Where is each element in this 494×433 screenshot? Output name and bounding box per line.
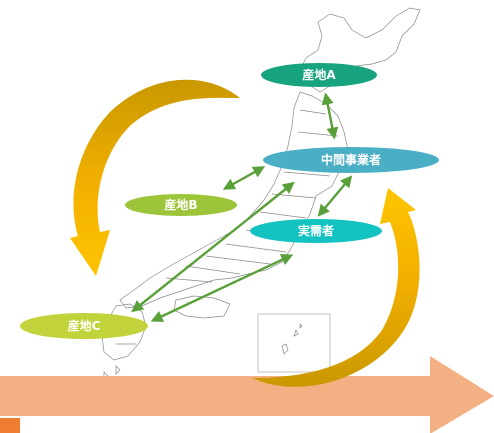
node-producer-a-shape bbox=[261, 63, 377, 87]
node-producer-a-label: 産地A bbox=[302, 67, 336, 82]
node-producer-b-shape bbox=[125, 194, 237, 216]
arrow-wholesaler-to-consumer-icon bbox=[317, 175, 353, 217]
node-consumer-label: 実需者 bbox=[298, 223, 334, 238]
right-cycle-arrow-icon bbox=[252, 188, 420, 387]
node-producer-a: 産地A bbox=[261, 63, 377, 87]
corner-marker bbox=[0, 418, 20, 433]
node-consumer-shape bbox=[250, 219, 382, 243]
node-wholesaler-shape bbox=[263, 147, 439, 173]
node-producer-b: 産地B bbox=[125, 194, 237, 216]
japan-map-outline-icon bbox=[101, 7, 421, 379]
arrow-b-to-wholesaler-icon bbox=[222, 166, 266, 190]
arrow-c-to-consumer-icon bbox=[150, 254, 294, 322]
node-producer-c-label: 産地C bbox=[68, 318, 101, 333]
node-producer-c: 産地C bbox=[20, 313, 148, 339]
node-producer-c-shape bbox=[20, 313, 148, 339]
node-wholesaler-label: 中間事業者 bbox=[321, 152, 381, 167]
timeline-arrow-icon bbox=[0, 356, 494, 433]
left-cycle-arrow-icon bbox=[70, 79, 240, 276]
node-wholesaler: 中間事業者 bbox=[263, 147, 439, 173]
node-producer-b-label: 産地B bbox=[164, 197, 197, 212]
flow-arrows bbox=[131, 92, 353, 322]
node-consumer: 実需者 bbox=[250, 219, 382, 243]
arrow-a-to-wholesaler-icon bbox=[321, 92, 339, 140]
